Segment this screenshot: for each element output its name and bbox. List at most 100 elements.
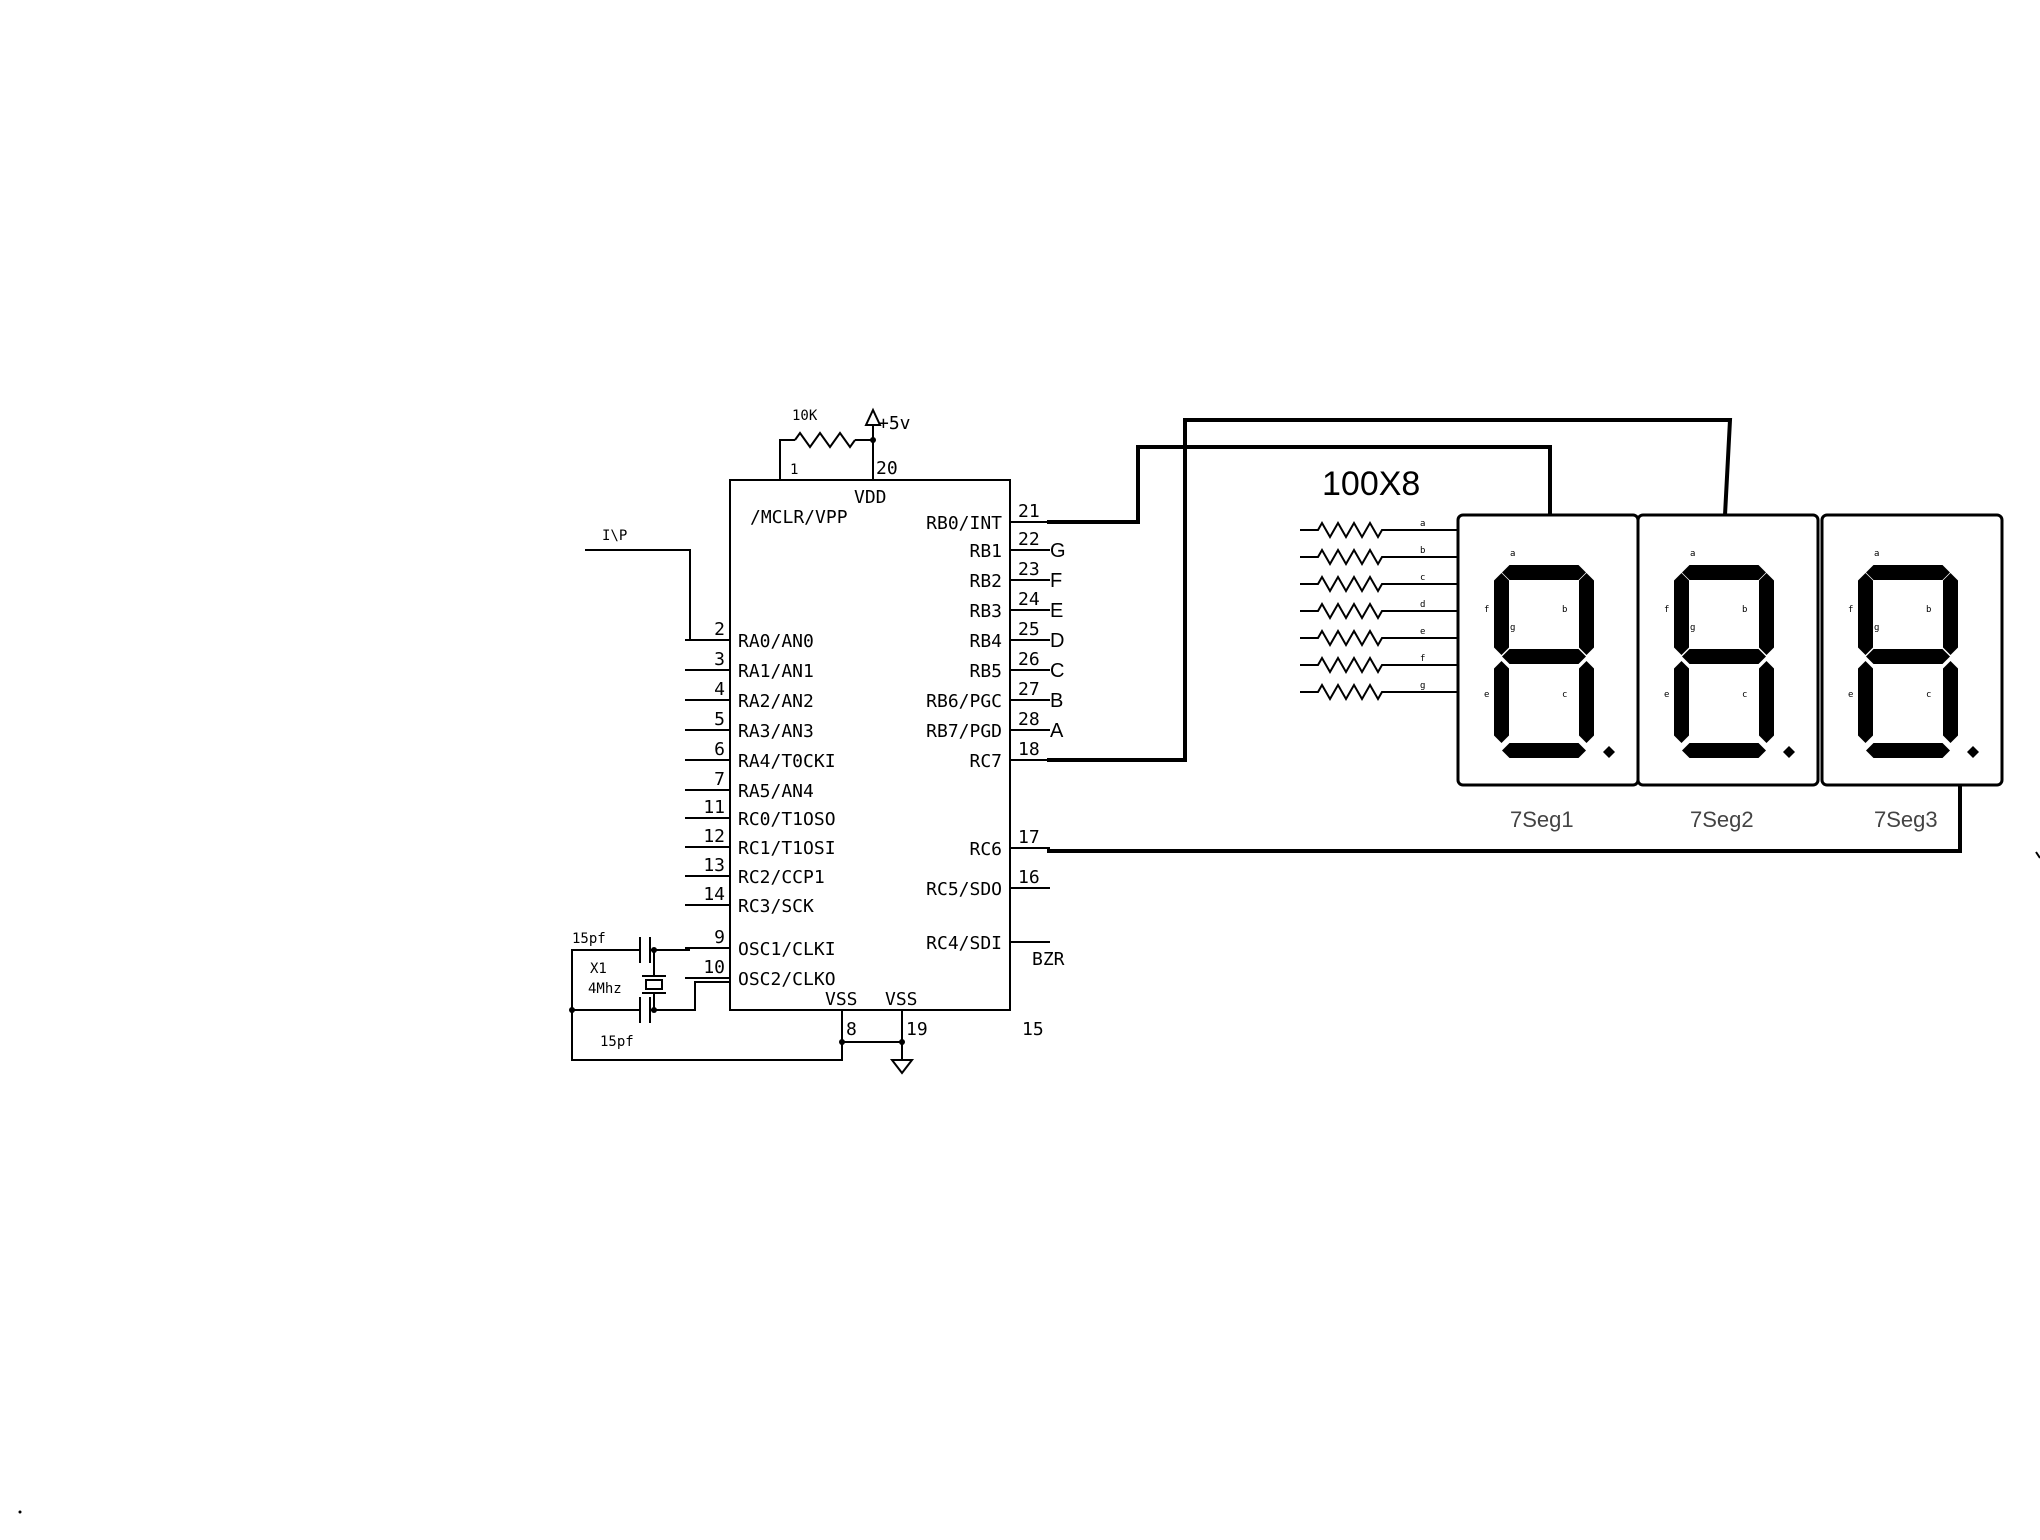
ground-symbol bbox=[889, 1059, 915, 1075]
pin-1-number: 1 bbox=[790, 462, 798, 478]
resistor-pin-label: f bbox=[1420, 654, 1425, 664]
display-segment bbox=[1682, 649, 1766, 664]
display-name-label: 7Seg3 bbox=[1874, 807, 1938, 832]
segment-pin-label: d bbox=[1690, 750, 1695, 760]
right-pin-name: RC4/SDI bbox=[926, 933, 1002, 954]
supply-arrow bbox=[864, 407, 882, 426]
display-segment bbox=[1682, 565, 1766, 580]
resistor-10k bbox=[794, 431, 856, 449]
segment-pin-label: b bbox=[1562, 605, 1567, 615]
mcu-mclr-label: /MCLR/VPP bbox=[750, 507, 848, 528]
display-segment bbox=[1494, 661, 1509, 743]
resistor-array-element bbox=[1300, 682, 1458, 702]
display-segment bbox=[1579, 573, 1594, 655]
display-segment bbox=[1502, 565, 1586, 580]
pin-8-number: 8 bbox=[846, 1019, 857, 1040]
decimal-point bbox=[1603, 746, 1615, 758]
resistor-pin-label: d bbox=[1420, 600, 1425, 610]
left-pin-name: RA1/AN1 bbox=[738, 661, 814, 682]
supply-label: +5v bbox=[878, 413, 911, 434]
right-pin-name: RC7 bbox=[969, 751, 1002, 772]
decimal-point bbox=[1967, 746, 1979, 758]
display-segment bbox=[1866, 743, 1950, 758]
resistor-array-label: 100X8 bbox=[1322, 465, 1420, 503]
right-pin-number: 25 bbox=[1018, 619, 1040, 640]
segment-pin-label: f bbox=[1848, 605, 1853, 615]
left-pin-name: RA0/AN0 bbox=[738, 631, 814, 652]
display-segment bbox=[1682, 743, 1766, 758]
left-pin-name: RC0/T1OSO bbox=[738, 809, 836, 830]
osc-junction-a bbox=[651, 947, 657, 953]
resistor-pin-label: e bbox=[1420, 627, 1425, 637]
resistor-array-element bbox=[1300, 628, 1458, 648]
display-segment bbox=[1943, 661, 1958, 743]
left-pin-number: 2 bbox=[714, 619, 725, 640]
osc-junction-c bbox=[651, 1007, 657, 1013]
right-pin-net-label: F bbox=[1050, 570, 1062, 592]
cap-top bbox=[639, 937, 651, 963]
mcu-vdd-label: VDD bbox=[854, 487, 887, 508]
right-pin-net-label: E bbox=[1050, 600, 1063, 622]
resistor-array-element bbox=[1300, 574, 1458, 594]
vss-junction-a bbox=[839, 1039, 845, 1045]
segment-pin-label: d bbox=[1510, 750, 1515, 760]
right-pin-number: 16 bbox=[1018, 867, 1040, 888]
resistor-10k-label: 10K bbox=[792, 408, 818, 424]
left-pin-number: 4 bbox=[714, 679, 725, 700]
osc2-wire bbox=[572, 981, 730, 1011]
left-pin-number: 3 bbox=[714, 649, 725, 670]
cap-bottom bbox=[639, 997, 651, 1023]
right-pin-number: 22 bbox=[1018, 529, 1040, 550]
segment-pin-label: a bbox=[1690, 549, 1695, 559]
resistor-array-element bbox=[1300, 601, 1458, 621]
right-pin-number: 24 bbox=[1018, 589, 1040, 610]
left-pin-number: 5 bbox=[714, 709, 725, 730]
right-pin-net-label: C bbox=[1050, 660, 1064, 682]
resistor-pin-label: a bbox=[1420, 519, 1425, 529]
crystal-label: X1 bbox=[590, 961, 607, 977]
right-pin-name: RC5/SDO bbox=[926, 879, 1002, 900]
display-segment bbox=[1494, 573, 1509, 655]
left-pin-number: 13 bbox=[703, 855, 725, 876]
left-pin-number: 14 bbox=[703, 884, 725, 905]
segment-pin-label: f bbox=[1664, 605, 1669, 615]
segment-pin-label: e bbox=[1664, 690, 1669, 700]
segment-pin-label: b bbox=[1926, 605, 1931, 615]
right-pin-number: 17 bbox=[1018, 827, 1040, 848]
right-pin-name: RB4 bbox=[969, 631, 1002, 652]
resistor-pin-label: b bbox=[1420, 546, 1425, 556]
right-pin-name: RB7/PGD bbox=[926, 721, 1002, 742]
display-segment bbox=[1866, 649, 1950, 664]
segment-pin-label: b bbox=[1742, 605, 1747, 615]
display-segment bbox=[1502, 649, 1586, 664]
segment-pin-label: d bbox=[1874, 750, 1879, 760]
left-pin-number: 7 bbox=[714, 769, 725, 790]
display-segment bbox=[1759, 573, 1774, 655]
resistor-array-element bbox=[1300, 655, 1458, 675]
left-pin-number: 9 bbox=[714, 927, 725, 948]
left-pin-name: RC1/T1OSI bbox=[738, 838, 836, 859]
segment-pin-label: a bbox=[1874, 549, 1879, 559]
display-frame bbox=[1636, 513, 1820, 787]
resistor-array-element bbox=[1300, 520, 1458, 540]
mcu-vss-label-a: VSS bbox=[825, 989, 858, 1010]
vss-junction-b bbox=[899, 1039, 905, 1045]
display-segment bbox=[1759, 661, 1774, 743]
right-pin-number: 27 bbox=[1018, 679, 1040, 700]
display-segment bbox=[1674, 661, 1689, 743]
left-pin-name: RA2/AN2 bbox=[738, 691, 814, 712]
mcu-vss-label-b: VSS bbox=[885, 989, 918, 1010]
cap-top-label: 15pf bbox=[572, 931, 606, 947]
left-pin-number: 10 bbox=[703, 957, 725, 978]
right-pin-number: 18 bbox=[1018, 739, 1040, 760]
display-segment bbox=[1943, 573, 1958, 655]
right-pin-name: RB6/PGC bbox=[926, 691, 1002, 712]
mcu-body bbox=[729, 479, 1011, 1011]
digit-wire-rc6 bbox=[1047, 785, 1962, 853]
right-pin-number: 23 bbox=[1018, 559, 1040, 580]
display-name-label: 7Seg1 bbox=[1510, 807, 1574, 832]
